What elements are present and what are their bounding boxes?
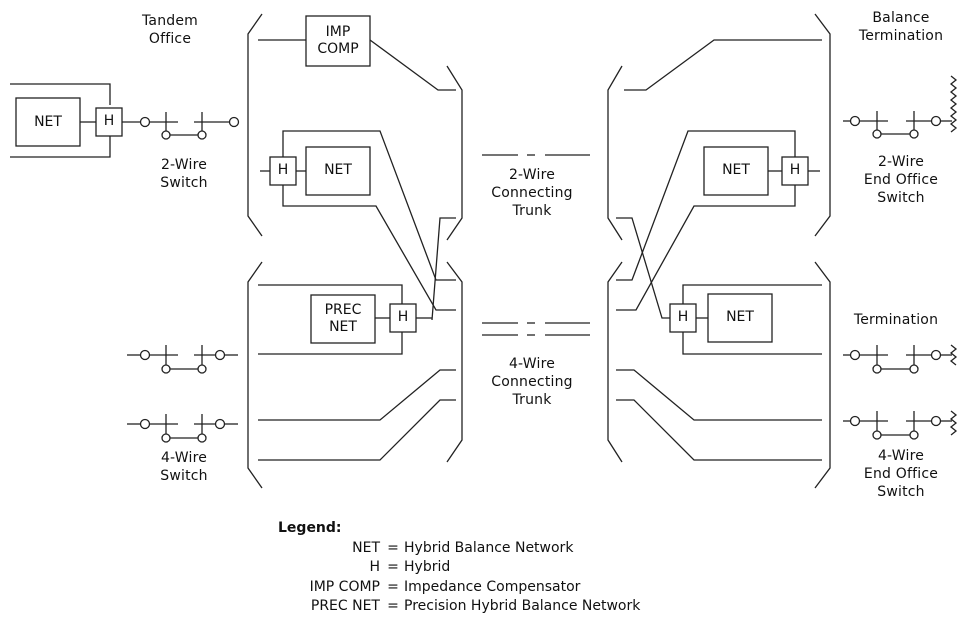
tandem-bracket-upper-left <box>247 13 263 237</box>
tandem-bracket-lower-right <box>446 261 463 463</box>
legend-equals: = <box>387 559 399 575</box>
end-bracket-lower-right <box>814 261 831 489</box>
hybrid-label-end-upper: H <box>789 162 801 178</box>
left-bracket-wire-lower <box>10 136 111 158</box>
prec-net-box <box>310 294 376 344</box>
four-wire-switch-label: 4-Wire Switch <box>160 450 208 484</box>
legend-abbr: IMP COMP <box>309 578 380 595</box>
wire <box>624 39 822 91</box>
legend-title: Legend: <box>278 520 342 536</box>
wire <box>369 39 456 91</box>
legend-row: NET = Hybrid Balance Network <box>230 539 690 559</box>
wire <box>282 130 456 281</box>
net-label-end-lower: NET <box>726 309 754 325</box>
net-label-tandem-upper: NET <box>324 162 352 178</box>
wire <box>258 332 403 355</box>
four-wire-end-office-label: 4-Wire End Office Switch <box>863 448 939 500</box>
switch-4wire-left-a <box>127 345 238 374</box>
legend-definition: Hybrid Balance Network <box>404 539 574 556</box>
imp-comp-label: IMP COMP <box>317 24 359 57</box>
hybrid-label-left: H <box>103 113 115 129</box>
switch-4wire-left-b <box>127 414 238 443</box>
switch-2wire-left <box>139 112 240 140</box>
two-wire-trunk-label: 2-Wire Connecting Trunk <box>491 167 573 219</box>
legend-row: PREC NET = Precision Hybrid Balance Networ… <box>230 597 690 617</box>
switch-2wire-right <box>843 75 958 139</box>
switch-4wire-right-a <box>843 344 958 374</box>
hybrid-label-tandem-upper: H <box>277 162 289 178</box>
hybrid-box-tandem-upper <box>269 156 297 186</box>
wire <box>258 369 456 421</box>
wire <box>682 284 822 304</box>
wire <box>431 217 456 321</box>
two-wire-switch-label: 2-Wire Switch <box>160 157 208 191</box>
legend-abbr: PREC NET <box>310 598 380 614</box>
wire <box>616 369 822 421</box>
tandem-bracket-upper-right <box>446 65 463 241</box>
wire <box>282 185 456 311</box>
legend-row: IMP COMP = Impedance Compensator <box>230 578 690 598</box>
prec-net-label: PREC NET <box>324 302 362 335</box>
trunk-4wire-dashes <box>482 322 590 336</box>
end-bracket-upper-right <box>814 13 831 237</box>
wire <box>258 284 403 304</box>
end-bracket-lower-left <box>607 261 623 463</box>
wire <box>258 399 456 461</box>
wire <box>682 332 822 355</box>
legend-definition: Precision Hybrid Balance Network <box>404 598 641 614</box>
net-label-left: NET <box>34 114 62 130</box>
legend-definition: Impedance Compensator <box>404 578 581 595</box>
net-box-tandem-upper <box>305 146 371 196</box>
legend-abbr: NET <box>352 539 380 556</box>
hybrid-box-left <box>95 107 123 137</box>
net-box-end-upper <box>703 146 769 196</box>
net-box-end-lower <box>707 293 773 343</box>
wire <box>616 130 796 281</box>
balance-termination-label: Balance Termination <box>858 10 944 44</box>
wire <box>616 399 822 461</box>
hybrid-label-tandem-lower: H <box>397 309 409 325</box>
legend-equals: = <box>387 598 399 614</box>
legend-abbr: H <box>369 559 380 575</box>
four-wire-trunk-label: 4-Wire Connecting Trunk <box>491 356 573 408</box>
wire <box>616 185 796 311</box>
legend-equals: = <box>387 578 399 595</box>
end-bracket-upper-left <box>607 65 623 241</box>
imp-comp-box <box>305 15 371 67</box>
legend: Legend: NET = Hybrid Balance Network H = Hyb… <box>230 519 690 617</box>
left-bracket-wire <box>10 83 111 105</box>
tandem-bracket-lower-left <box>247 261 263 489</box>
switch-4wire-right-b <box>843 410 958 440</box>
legend-equals: = <box>387 539 399 556</box>
two-wire-end-office-label: 2-Wire End Office Switch <box>863 154 939 206</box>
tandem-office-label: Tandem Office <box>141 13 199 47</box>
termination-label: Termination <box>853 312 939 328</box>
legend-row: H = Hybrid <box>230 558 690 578</box>
legend-definition: Hybrid <box>404 559 451 575</box>
net-label-end-upper: NET <box>722 162 750 178</box>
hybrid-label-end-lower: H <box>677 309 689 325</box>
wire <box>616 217 670 319</box>
